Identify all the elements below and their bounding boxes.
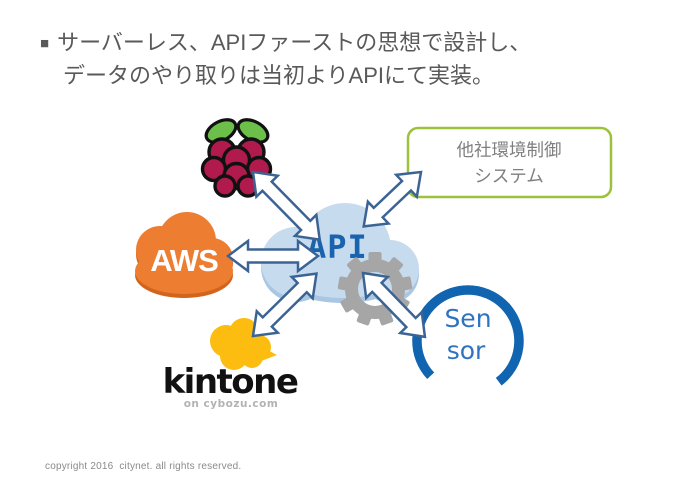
external-system-border [406,126,613,199]
arrow-external-system [362,170,423,228]
gear-ring [345,259,405,319]
title-line-1: ■ サーバーレス、APIファーストの思想で設計し、 [40,27,660,60]
external-system-label-line1: 他社環境制御 [457,140,562,160]
sensor-label-line2: sor [447,336,486,365]
aws-cloud-icon: AWS [135,212,233,298]
title-text-line1: サーバーレス、APIファーストの思想で設計し、 [57,30,532,55]
aws-cloud-body [135,212,233,294]
page-title: ■ サーバーレス、APIファーストの思想で設計し、 データのやり取りは当初よりAP… [40,27,660,92]
arrow-group [225,170,427,339]
arrow-raspberry-pi [251,170,322,242]
external-system-label-line2: システム [474,166,543,186]
aws-label: AWS [150,243,218,278]
title-text-line2: データのやり取りは当初よりAPIにて実装。 [63,63,495,88]
sensor-label-line1: Sen [444,304,491,333]
gear-icon [337,252,413,326]
raspberry-berry [200,137,273,198]
external-system-box: 他社環境制御 システム [406,126,613,199]
sensor-ring [412,285,524,386]
arrow-aws [225,238,321,274]
raspberry-pi-icon [200,118,273,198]
title-bullet: ■ [40,35,50,52]
sensor-node: Sen sor [412,285,524,386]
footer-copyright: copyright 2016 citynet. all rights reser… [45,461,242,472]
arrow-kintone [251,272,318,338]
kintone-label: kintone [163,362,298,402]
arrow-sensor [361,271,427,339]
kintone-cloud-icon [210,318,277,370]
kintone-sublabel: on cybozu.com [184,398,279,410]
